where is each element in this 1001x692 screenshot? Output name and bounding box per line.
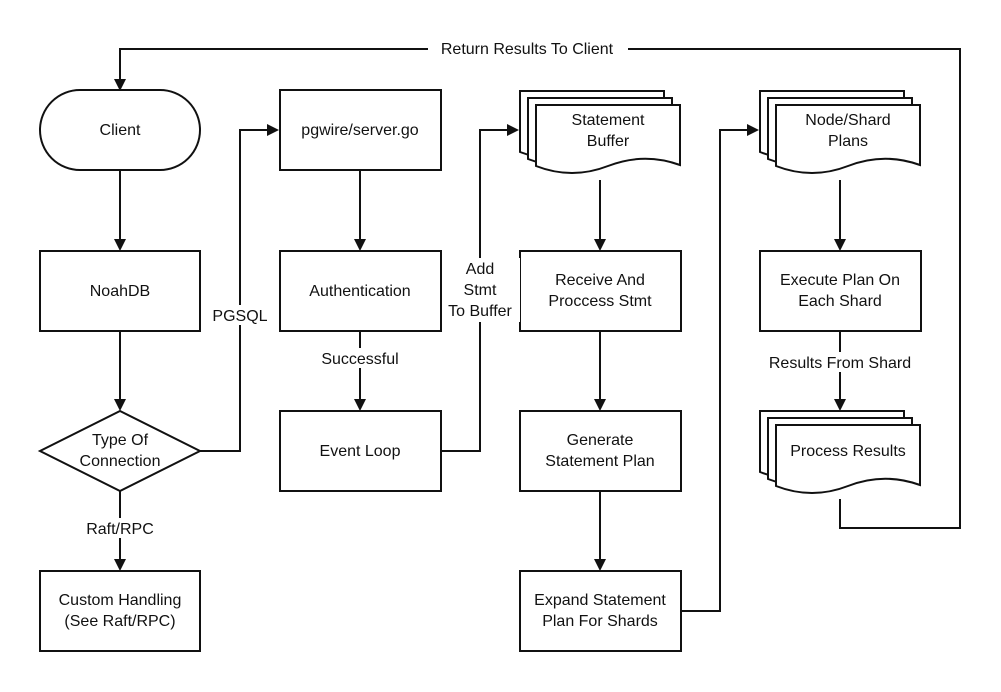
return-results-label: Return Results To Client bbox=[441, 41, 614, 58]
pgwire-server-label: pgwire/server.go bbox=[301, 122, 418, 139]
expand-plan-label-line1: Expand Statement bbox=[534, 592, 666, 609]
results-from-shard-label: Results From Shard bbox=[769, 355, 911, 372]
pgwire-server-process bbox=[279, 89, 442, 171]
statement-buffer-label-line2: Buffer bbox=[587, 133, 630, 150]
generate-plan-label-line2: Statement Plan bbox=[545, 453, 654, 470]
arrowhead bbox=[114, 79, 126, 91]
process-results-label: Process Results bbox=[790, 443, 906, 460]
edge-pgsql bbox=[200, 129, 268, 452]
arrowhead bbox=[114, 399, 126, 411]
edge-return-results bbox=[119, 48, 961, 529]
authentication-process bbox=[279, 250, 442, 332]
arrowhead bbox=[747, 124, 759, 136]
statement-buffer-label-line1: Statement bbox=[572, 112, 645, 129]
custom-handling-process bbox=[39, 570, 201, 652]
arrowhead bbox=[594, 399, 606, 411]
type-of-connection-label-line2: Connection bbox=[80, 453, 161, 470]
arrowhead bbox=[354, 399, 366, 411]
custom-handling-label-line1: Custom Handling bbox=[59, 592, 182, 609]
execute-plan-label-line2: Each Shard bbox=[798, 293, 882, 310]
arrowhead bbox=[267, 124, 279, 136]
edge-expand-nodeshard bbox=[681, 129, 748, 612]
arrowhead bbox=[594, 239, 606, 251]
expand-statement-plan-process bbox=[519, 570, 682, 652]
arrowhead bbox=[114, 239, 126, 251]
add-stmt-label-line1: Add bbox=[466, 261, 494, 278]
custom-handling-label-line2: (See Raft/RPC) bbox=[64, 613, 175, 630]
generate-plan-label-line1: Generate bbox=[567, 432, 634, 449]
successful-label: Successful bbox=[321, 351, 398, 368]
node-shard-plans-label-line2: Plans bbox=[828, 133, 868, 150]
event-loop-process bbox=[279, 410, 442, 492]
noahdb-label: NoahDB bbox=[90, 283, 150, 300]
arrowhead bbox=[834, 399, 846, 411]
authentication-label: Authentication bbox=[309, 283, 410, 300]
expand-plan-label-line2: Plan For Shards bbox=[542, 613, 658, 630]
arrowhead bbox=[354, 239, 366, 251]
type-of-connection-decision bbox=[37, 409, 203, 493]
receive-process-label-line2: Proccess Stmt bbox=[548, 293, 652, 310]
edge-labels: Return Results To Client PGSQL Raft/RPC … bbox=[78, 38, 924, 538]
receive-process-label-line1: Receive And bbox=[555, 272, 645, 289]
client-terminator bbox=[39, 89, 201, 171]
arrowhead bbox=[114, 559, 126, 571]
arrowhead bbox=[594, 559, 606, 571]
event-loop-label: Event Loop bbox=[320, 443, 401, 460]
node-shard-plans-label-line1: Node/Shard bbox=[805, 112, 890, 129]
raft-rpc-label: Raft/RPC bbox=[86, 521, 154, 538]
arrowhead bbox=[507, 124, 519, 136]
add-stmt-label-line2: Stmt bbox=[464, 282, 497, 299]
type-of-connection-label-line1: Type Of bbox=[92, 432, 149, 449]
nodes: Client NoahDB Type Of Connection Custom … bbox=[37, 89, 922, 652]
generate-statement-plan-process bbox=[519, 410, 682, 492]
pgsql-label: PGSQL bbox=[212, 308, 267, 325]
arrowhead bbox=[834, 239, 846, 251]
add-stmt-label-line3: To Buffer bbox=[448, 303, 512, 320]
client-label: Client bbox=[100, 122, 141, 139]
node-shard-plans-multidocument bbox=[759, 90, 921, 174]
receive-process-stmt-process bbox=[519, 250, 682, 332]
statement-buffer-multidocument bbox=[519, 90, 681, 174]
process-results-multidocument bbox=[759, 410, 921, 494]
execute-plan-process bbox=[759, 250, 922, 332]
execute-plan-label-line1: Execute Plan On bbox=[780, 272, 900, 289]
noahdb-process bbox=[39, 250, 201, 332]
